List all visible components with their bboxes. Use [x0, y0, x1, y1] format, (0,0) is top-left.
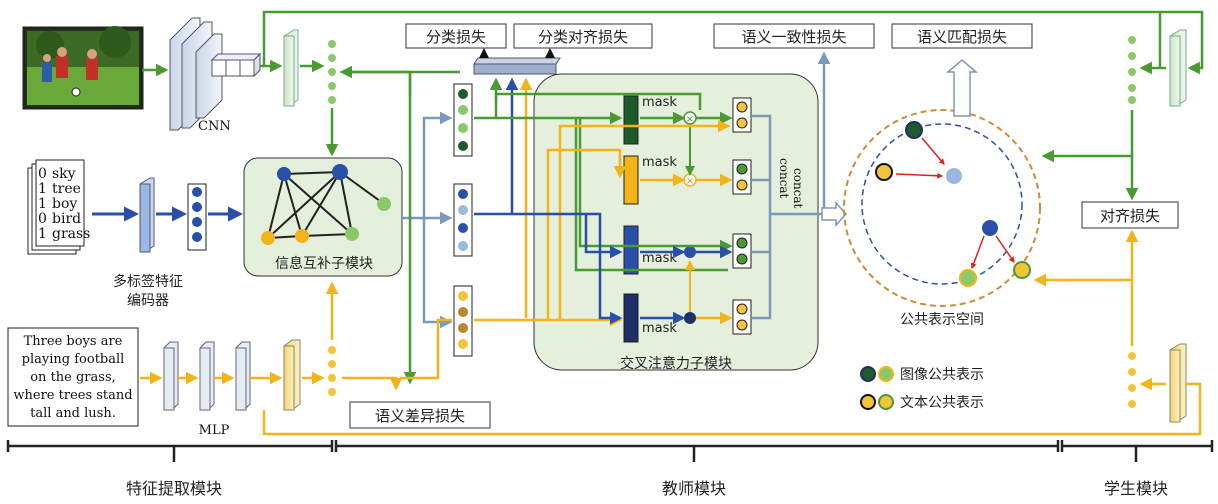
label-word: grass [52, 226, 90, 242]
label-bit: 0 [38, 211, 47, 227]
concat-label-1: concat [777, 158, 791, 199]
class-alignment-loss-box: 分类对齐损失 [513, 23, 653, 49]
common-space-inner [861, 123, 1023, 285]
teacher-module-label: 教师模块 [662, 479, 726, 498]
legend-image-label: 图像公共表示 [900, 367, 984, 383]
mask-bar-text [623, 155, 639, 205]
semantic-consistency-loss-label: 语义一致性损失 [741, 28, 846, 46]
semantic-difference-loss-box: 语义差异损失 [349, 401, 491, 429]
svg-text:×: × [686, 176, 694, 187]
common-space-label: 公共表示空间 [900, 312, 984, 328]
student-module-label: 学生模块 [1104, 479, 1168, 498]
student-image-bar [1169, 35, 1181, 107]
label-word: boy [52, 196, 77, 212]
text-feature-dots [328, 346, 336, 396]
label-feature-box [187, 183, 207, 251]
student-text-dots [1128, 352, 1136, 408]
image-feature-dots [328, 40, 336, 104]
caption-line: on the grass, [30, 370, 116, 385]
image-feature-bar [283, 35, 295, 107]
legend: 图像公共表示 文本公共表示 [860, 366, 984, 411]
matching-arrow [945, 59, 979, 117]
label-encoder-bar [139, 183, 151, 253]
mask-label-1: mask [642, 95, 677, 110]
cross-attention-label: 交叉注意力子模块 [620, 355, 732, 372]
mlp-block [163, 341, 251, 411]
label-bit: 1 [38, 226, 47, 242]
label-column [453, 183, 473, 257]
feature-module-label: 特征提取模块 [126, 479, 222, 498]
alignment-loss-label: 对齐损失 [1100, 207, 1160, 225]
legend-text-label: 文本公共表示 [900, 395, 984, 411]
label-bit: 1 [38, 181, 47, 197]
info-module-label: 信息互补子模块 [275, 255, 373, 272]
label-word: bird [52, 211, 81, 227]
semantic-matching-loss-box: 语义匹配损失 [891, 23, 1033, 49]
mask-label-2: mask [642, 155, 677, 170]
label-word: tree [52, 181, 81, 197]
attention-outputs [732, 97, 752, 335]
label-word: sky [52, 166, 76, 182]
image-column [453, 83, 473, 157]
text-column [453, 285, 473, 357]
mask-bar-image [623, 95, 639, 145]
label-graph [267, 171, 385, 239]
classification-loss-label: 分类损失 [426, 28, 486, 46]
cnn-block [169, 17, 262, 131]
caption-line: Three boys are [24, 334, 123, 349]
cross-attention-module [533, 73, 819, 371]
caption-line: tall and lush. [30, 406, 116, 421]
semantic-difference-loss-label: 语义差异损失 [375, 407, 465, 425]
mask-label-4: mask [642, 321, 677, 336]
caption-text: Three boys are playing football on the gra… [13, 334, 132, 421]
caption-line: playing football [22, 352, 125, 367]
classification-loss-box: 分类损失 [405, 23, 507, 49]
label-feature-dots [192, 187, 202, 242]
student-text-bar [1169, 349, 1181, 423]
student-image-dots [1128, 36, 1136, 104]
concat-arrow [821, 201, 848, 227]
common-space-outer [843, 109, 1041, 307]
cnn-label: CNN [198, 119, 231, 134]
mask-bar-label-1 [623, 225, 639, 275]
mlp-label: MLP [199, 423, 230, 438]
svg-text:×: × [686, 114, 694, 125]
label-bit: 1 [38, 196, 47, 212]
soccer-image [22, 26, 144, 110]
class-alignment-loss-label: 分类对齐损失 [538, 28, 628, 46]
text-feature-bar [283, 345, 295, 411]
alignment-loss-box: 对齐损失 [1081, 201, 1179, 229]
encoder-label-line2: 编码器 [127, 293, 169, 309]
encoder-label-line1: 多标签特征 [113, 273, 183, 290]
mask-bar-label-2 [623, 293, 639, 343]
concat-label-2: concat [791, 168, 805, 209]
label-list: 0 sky 1 tree 1 boy 0 bird 1 grass [27, 159, 90, 255]
common-points [875, 121, 1031, 287]
label-bit: 0 [38, 166, 47, 182]
classifier-bar [473, 63, 557, 75]
semantic-matching-loss-label: 语义匹配损失 [917, 28, 1007, 46]
semantic-consistency-loss-box: 语义一致性损失 [713, 23, 875, 49]
caption-line: where trees stand [13, 388, 132, 403]
module-brackets [6, 440, 1214, 462]
mask-label-3: mask [642, 251, 677, 266]
caption-box [7, 327, 139, 427]
